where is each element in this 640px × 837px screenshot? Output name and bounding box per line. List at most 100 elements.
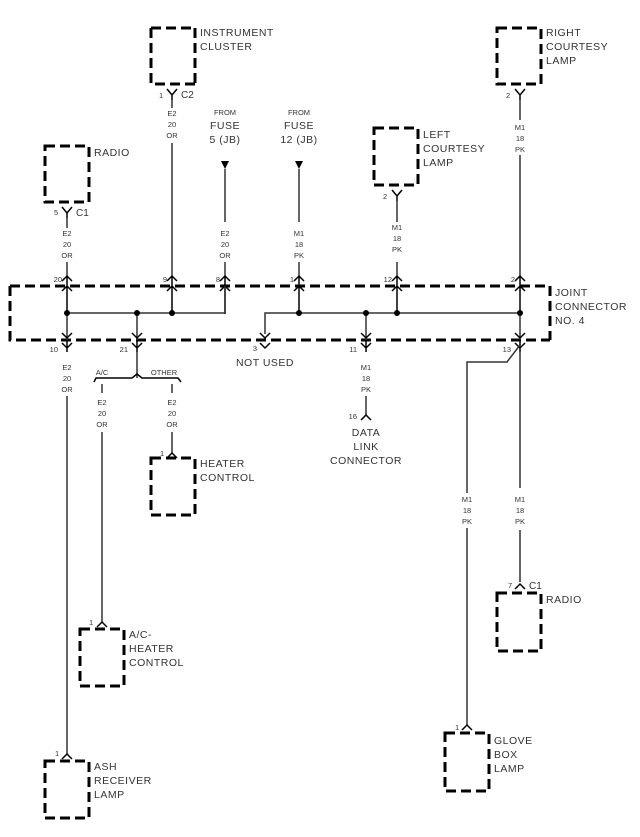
fuse-12-label: FUSE xyxy=(284,120,314,132)
instrument-cluster-box xyxy=(149,26,197,86)
glove-box-label-2: BOX xyxy=(494,749,518,761)
joint-connector-box xyxy=(8,284,552,342)
right-courtesy-label-1: RIGHT xyxy=(546,27,581,39)
wire-label-other: E2 20 OR xyxy=(166,398,178,429)
radio-top-box xyxy=(43,144,91,204)
splice-dot xyxy=(64,310,70,316)
wire-gauge: 20 xyxy=(221,240,229,249)
wire-color: PK xyxy=(515,517,525,526)
instrument-cluster-label-1: INSTRUMENT xyxy=(200,27,274,39)
radio-top: RADIO 5 C1 xyxy=(43,144,129,219)
ac-heater-control-label-3: CONTROL xyxy=(129,657,184,669)
instrument-cluster-pin: 1 xyxy=(159,91,163,100)
fuse-12: FROM FUSE 12 (JB) xyxy=(280,108,317,169)
pin-label: 10 xyxy=(50,345,58,354)
connector-female-icon xyxy=(514,88,526,100)
connector-male-icon xyxy=(96,620,108,628)
right-courtesy-label-3: LAMP xyxy=(546,55,577,67)
fuse-5-num: 5 (JB) xyxy=(209,134,240,146)
wire-circuit: M1 xyxy=(294,229,304,238)
wire-color: PK xyxy=(392,245,402,254)
pin-label: 13 xyxy=(503,345,511,354)
wire-label-left-courtesy: M1 18 PK xyxy=(392,223,402,254)
radio-bottom-box xyxy=(495,591,543,653)
joint-connector-label-3: NO. 4 xyxy=(555,315,585,327)
wire-color: PK xyxy=(361,385,371,394)
wire-label-ash: E2 20 OR xyxy=(61,363,73,394)
wire-label-fuse5: E2 20 OR xyxy=(219,229,231,260)
left-courtesy-pin: 2 xyxy=(383,192,387,201)
pin-arrow-icon xyxy=(360,332,372,352)
instrument-cluster-label-2: CLUSTER xyxy=(200,41,253,53)
data-link-pin: 16 xyxy=(349,412,357,421)
connector-male-icon xyxy=(360,413,372,421)
wire-gauge: 20 xyxy=(63,240,71,249)
ash-receiver-pin: 1 xyxy=(55,749,59,758)
splice-dot xyxy=(517,310,523,316)
wire-circuit: E2 xyxy=(167,398,176,407)
pin-arrow-icon xyxy=(391,274,403,314)
left-courtesy-box xyxy=(372,126,420,187)
pin-arrow-icon xyxy=(61,332,73,352)
data-link-label-3: CONNECTOR xyxy=(330,455,402,467)
ac-heater-control-pin: 1 xyxy=(89,618,93,627)
glove-box-label-1: GLOVE xyxy=(494,735,533,747)
bus-wire-right xyxy=(264,312,520,334)
pin-arrow-icon xyxy=(259,332,271,350)
ac-heater-control-label-1: A/C- xyxy=(129,629,152,641)
right-courtesy-label-2: COURTESY xyxy=(546,41,608,53)
ash-receiver-box xyxy=(43,759,91,820)
heater-control-label-1: HEATER xyxy=(200,458,245,470)
wire-label-ac: E2 20 OR xyxy=(96,398,108,429)
radio-bottom-label: RADIO xyxy=(546,594,582,606)
fuse-5: FROM FUSE 5 (JB) xyxy=(209,108,240,169)
left-courtesy-label-3: LAMP xyxy=(423,157,454,169)
right-courtesy-lamp: RIGHT COURTESY LAMP 2 xyxy=(495,26,608,100)
wire-label-datalink: M1 18 PK xyxy=(361,363,371,394)
data-link-connector: 16 DATA LINK CONNECTOR xyxy=(330,412,402,467)
fuse-12-from: FROM xyxy=(288,108,310,117)
wire-label-radio-bottom: M1 18 PK xyxy=(515,495,525,526)
ac-heater-control-box xyxy=(78,627,126,688)
ac-heater-control-label-2: HEATER xyxy=(129,643,174,655)
radio-bottom: 7 C1 RADIO xyxy=(495,581,582,653)
pin-arrow-icon xyxy=(514,274,526,314)
instrument-cluster: INSTRUMENT CLUSTER 1 C2 xyxy=(149,26,274,101)
wire-gauge: 18 xyxy=(295,240,303,249)
connector-female-icon xyxy=(166,88,178,100)
connector-male-icon xyxy=(166,451,178,459)
wire-circuit: E2 xyxy=(62,363,71,372)
glove-box-lamp: 1 GLOVE BOX LAMP xyxy=(443,723,533,793)
right-courtesy-pin: 2 xyxy=(506,91,510,100)
glove-box-label-3: LAMP xyxy=(494,763,525,775)
wire-label-cluster: E2 20 OR xyxy=(166,109,178,140)
fuse-12-num: 12 (JB) xyxy=(280,134,317,146)
pin-label: 20 xyxy=(54,275,62,284)
right-courtesy-box xyxy=(495,26,543,86)
wire-circuit: E2 xyxy=(220,229,229,238)
instrument-cluster-connector: C2 xyxy=(181,90,194,101)
wire-gauge: 20 xyxy=(168,409,176,418)
wire-gauge: 18 xyxy=(362,374,370,383)
wire-circuit: M1 xyxy=(462,495,472,504)
pin-label: 1 xyxy=(290,275,294,284)
pin-label: 8 xyxy=(216,275,220,284)
pin-label: 3 xyxy=(253,344,257,353)
fuse-5-from: FROM xyxy=(214,108,236,117)
option-bracket xyxy=(93,373,182,383)
wire-label-glove-text: M1 18 PK xyxy=(462,495,472,526)
wire-color: PK xyxy=(294,251,304,260)
connector-male-icon xyxy=(514,582,526,590)
glove-box-box xyxy=(443,731,491,793)
wire-gauge: 20 xyxy=(168,120,176,129)
wire-gauge: 18 xyxy=(463,506,471,515)
pin-arrow-icon xyxy=(131,332,143,352)
wire-circuit: E2 xyxy=(62,229,71,238)
wire-color: OR xyxy=(166,420,178,429)
glove-box-pin: 1 xyxy=(455,723,459,732)
pin-arrow-icon xyxy=(166,274,178,314)
wire-color: OR xyxy=(96,420,108,429)
connector-female-icon xyxy=(391,189,403,201)
wire-label-radio: E2 20 OR xyxy=(61,229,73,260)
connector-male-icon xyxy=(61,752,73,760)
